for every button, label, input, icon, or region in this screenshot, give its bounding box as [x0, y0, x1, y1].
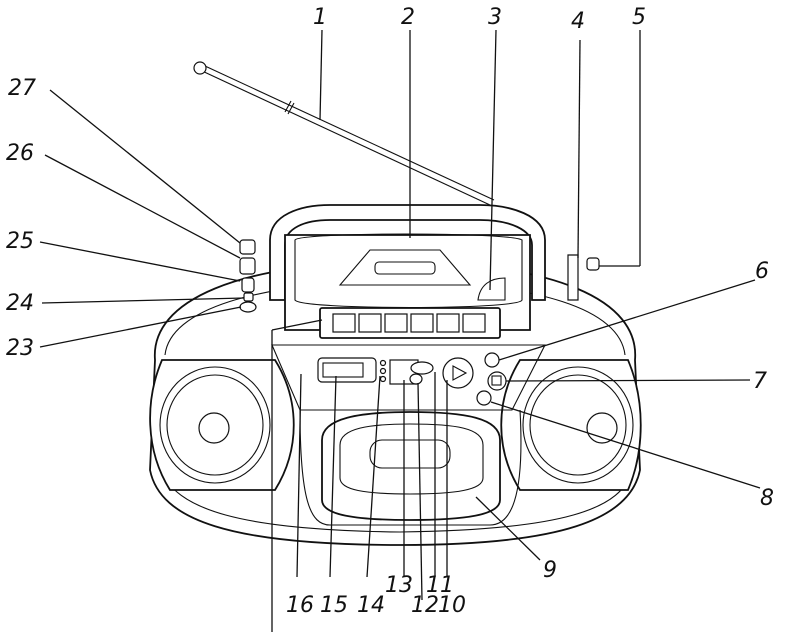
label-4: 4 [571, 9, 585, 34]
label-1: 1 [313, 5, 327, 30]
control-panel [271, 344, 546, 411]
label-12: 12 [411, 593, 439, 618]
label-9: 9 [543, 558, 557, 583]
label-26: 26 [6, 141, 34, 166]
label-15: 15 [320, 593, 348, 618]
label-27: 27 [8, 76, 36, 101]
label-13: 13 [385, 573, 413, 598]
top-function-buttons [319, 307, 501, 339]
right-controls [567, 254, 600, 301]
cassette-deck [299, 409, 522, 526]
label-6: 6 [755, 259, 769, 284]
left-controls [239, 239, 257, 313]
label-3: 3 [488, 5, 502, 30]
label-7: 7 [753, 369, 767, 394]
cd-compartment [284, 233, 531, 331]
label-11: 11 [426, 573, 454, 598]
label-10: 10 [438, 593, 466, 618]
label-2: 2 [401, 5, 415, 30]
label-14: 14 [357, 593, 385, 618]
label-24: 24 [6, 291, 34, 316]
label-23: 23 [6, 336, 34, 361]
left-speaker [149, 359, 295, 491]
carry-handle [269, 204, 546, 301]
right-speaker [500, 359, 642, 491]
antenna [193, 61, 495, 206]
label-16: 16 [286, 593, 314, 618]
label-25: 25 [6, 229, 34, 254]
leader-lines [39, 29, 761, 632]
part-number-labels: 1 2 3 4 5 6 7 8 9 10 11 12 13 14 15 16 2… [6, 5, 774, 618]
label-5: 5 [632, 5, 646, 30]
label-8: 8 [760, 486, 774, 511]
